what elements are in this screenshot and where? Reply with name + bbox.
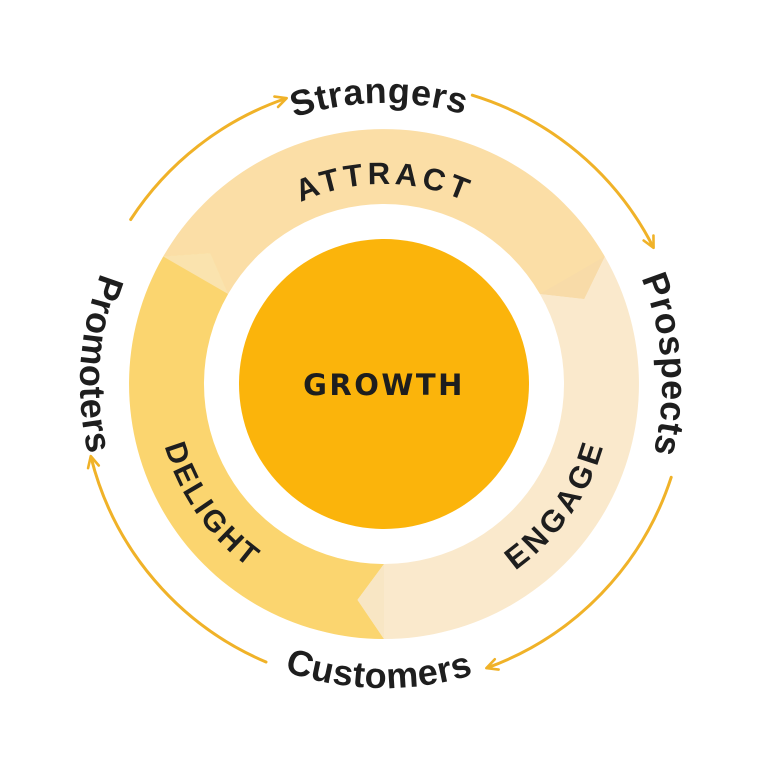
stage-label-prospects: Prospects: [634, 267, 695, 461]
stage-label-promoters: Promoters: [72, 270, 132, 456]
arrow-customers-to-promoters: [86, 454, 268, 664]
center-circle: [239, 239, 529, 529]
segment-delight-tip: [163, 253, 229, 294]
arrow-strangers-to-prospects: [470, 93, 655, 250]
segment-engage: [357, 256, 639, 639]
center-label: GROWTH: [303, 368, 465, 402]
arrow-promoters-to-strangers: [129, 95, 288, 221]
stage-label-strangers: Strangers: [285, 70, 473, 125]
segment-attract: [163, 129, 605, 299]
stage-label-customers: Customers: [282, 640, 476, 697]
segment-engage-tip: [357, 564, 384, 639]
stage-label-customers-text: Customers: [282, 640, 476, 697]
stage-label-promoters-text: Promoters: [72, 270, 132, 456]
segment-delight: [129, 253, 384, 639]
segment-attract-tip: [539, 256, 605, 299]
stage-label-prospects-text: Prospects: [634, 267, 695, 461]
stage-label-strangers-text: Strangers: [285, 70, 472, 125]
arrow-prospects-to-customers: [485, 475, 673, 671]
